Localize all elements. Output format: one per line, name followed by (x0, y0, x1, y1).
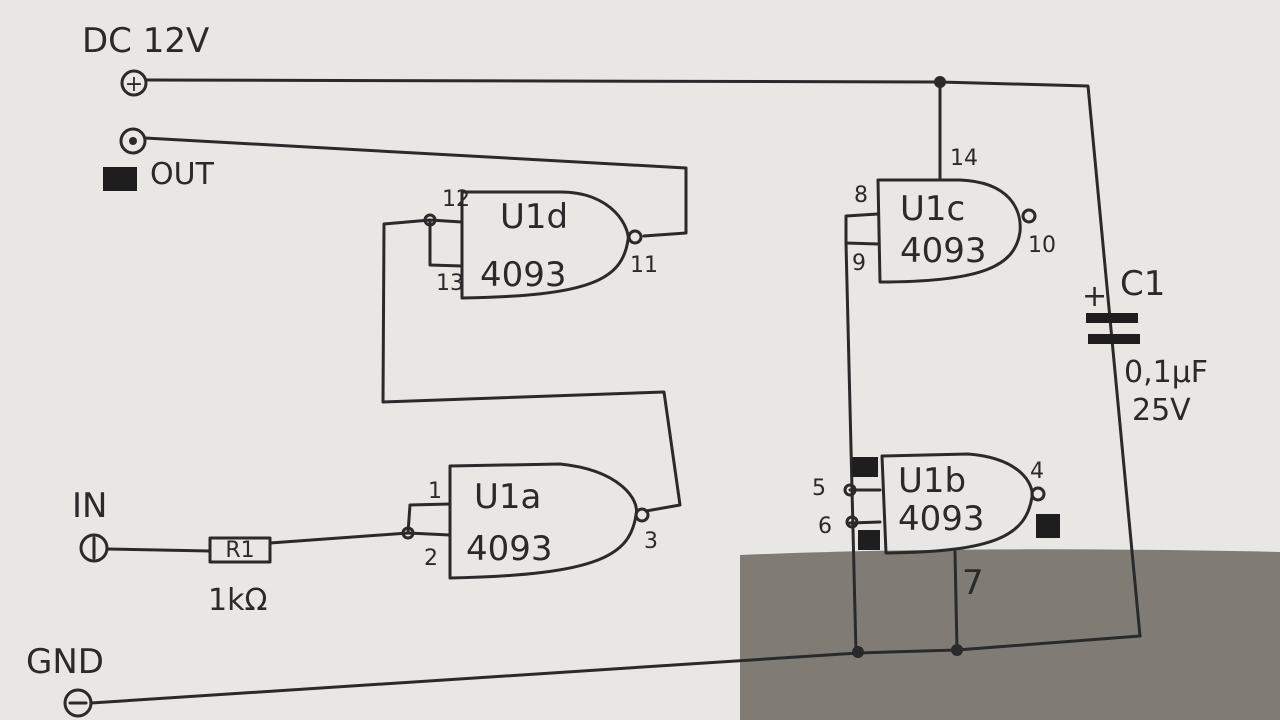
c1-voltage: 25V (1132, 393, 1191, 428)
u1b-marker-blob-2 (858, 530, 880, 550)
r1-value: 1kΩ (208, 583, 267, 618)
wire-out (143, 136, 688, 238)
wire-u1c-inputs (844, 212, 880, 655)
svg-text:+: + (125, 72, 143, 97)
junction-gnd-2 (951, 644, 963, 656)
u1b-chip: 4093 (898, 499, 985, 539)
u1d-pin-13: 13 (436, 271, 464, 296)
u1b-pin-7: 7 (962, 563, 984, 603)
u1c-pin-8: 8 (854, 183, 868, 208)
out-label: OUT (150, 157, 215, 192)
gate-u1b: U1b 4093 4 5 6 7 (812, 452, 1060, 603)
wire-u1d-input (381, 218, 682, 513)
wire-in (105, 547, 212, 553)
wire-r1-to-u1a (268, 502, 452, 545)
u1b-marker-blob-1 (852, 457, 878, 477)
gnd-label: GND (26, 642, 104, 682)
u1c-name: U1c (900, 189, 965, 229)
terminal-dc-plus: + (120, 69, 148, 97)
resistor-r1: R1 1kΩ (208, 536, 272, 618)
terminal-in (79, 533, 109, 563)
u1b-name: U1b (898, 461, 966, 501)
gate-u1c: U1c 4093 14 8 9 10 (852, 146, 1056, 284)
out-marker-blob (103, 167, 137, 191)
photo-shadow (740, 549, 1280, 720)
r1-name: R1 (225, 538, 254, 563)
u1a-pin-1: 1 (428, 479, 442, 504)
u1a-name: U1a (474, 477, 541, 517)
junction-gnd-1 (852, 646, 864, 658)
u1c-pin-14: 14 (950, 146, 978, 171)
u1d-chip: 4093 (480, 255, 567, 295)
u1c-pin-10: 10 (1028, 233, 1056, 258)
junction-pin5 (843, 483, 857, 497)
junction-u1d-in (423, 213, 437, 227)
c1-polarity: + (1082, 279, 1107, 314)
wire-vdd-rail (144, 78, 1142, 638)
in-label: IN (72, 486, 107, 526)
junction-u1a-in (401, 526, 415, 540)
junction-vdd (934, 76, 946, 88)
u1a-pin-2: 2 (424, 546, 438, 571)
u1c-pin-9: 9 (852, 251, 866, 276)
gate-u1d: U1d 4093 12 13 11 (436, 187, 658, 300)
u1c-chip: 4093 (900, 231, 987, 271)
terminal-gnd (63, 688, 93, 718)
c1-name: C1 (1120, 264, 1165, 304)
u1b-pin-6: 6 (818, 514, 832, 539)
wire-pin7 (953, 550, 959, 652)
dc-label: DC 12V (82, 21, 209, 61)
u1d-pin-12: 12 (442, 187, 470, 212)
u1b-pin-5: 5 (812, 476, 826, 501)
c1-value: 0,1µF (1124, 355, 1208, 390)
terminal-out (119, 127, 147, 155)
u1b-pin-4: 4 (1030, 459, 1044, 484)
u1d-pin-11: 11 (630, 253, 658, 278)
u1a-chip: 4093 (466, 529, 553, 569)
capacitor-c1: + C1 0,1µF 25V (1082, 264, 1208, 428)
junction-pin6 (845, 515, 859, 529)
u1a-pin-3: 3 (644, 529, 658, 554)
u1d-name: U1d (500, 197, 568, 237)
gate-u1a: U1a 4093 1 2 3 (424, 462, 658, 580)
u1b-marker-blob-3 (1036, 514, 1060, 538)
wire-gnd-rail (89, 634, 1142, 705)
